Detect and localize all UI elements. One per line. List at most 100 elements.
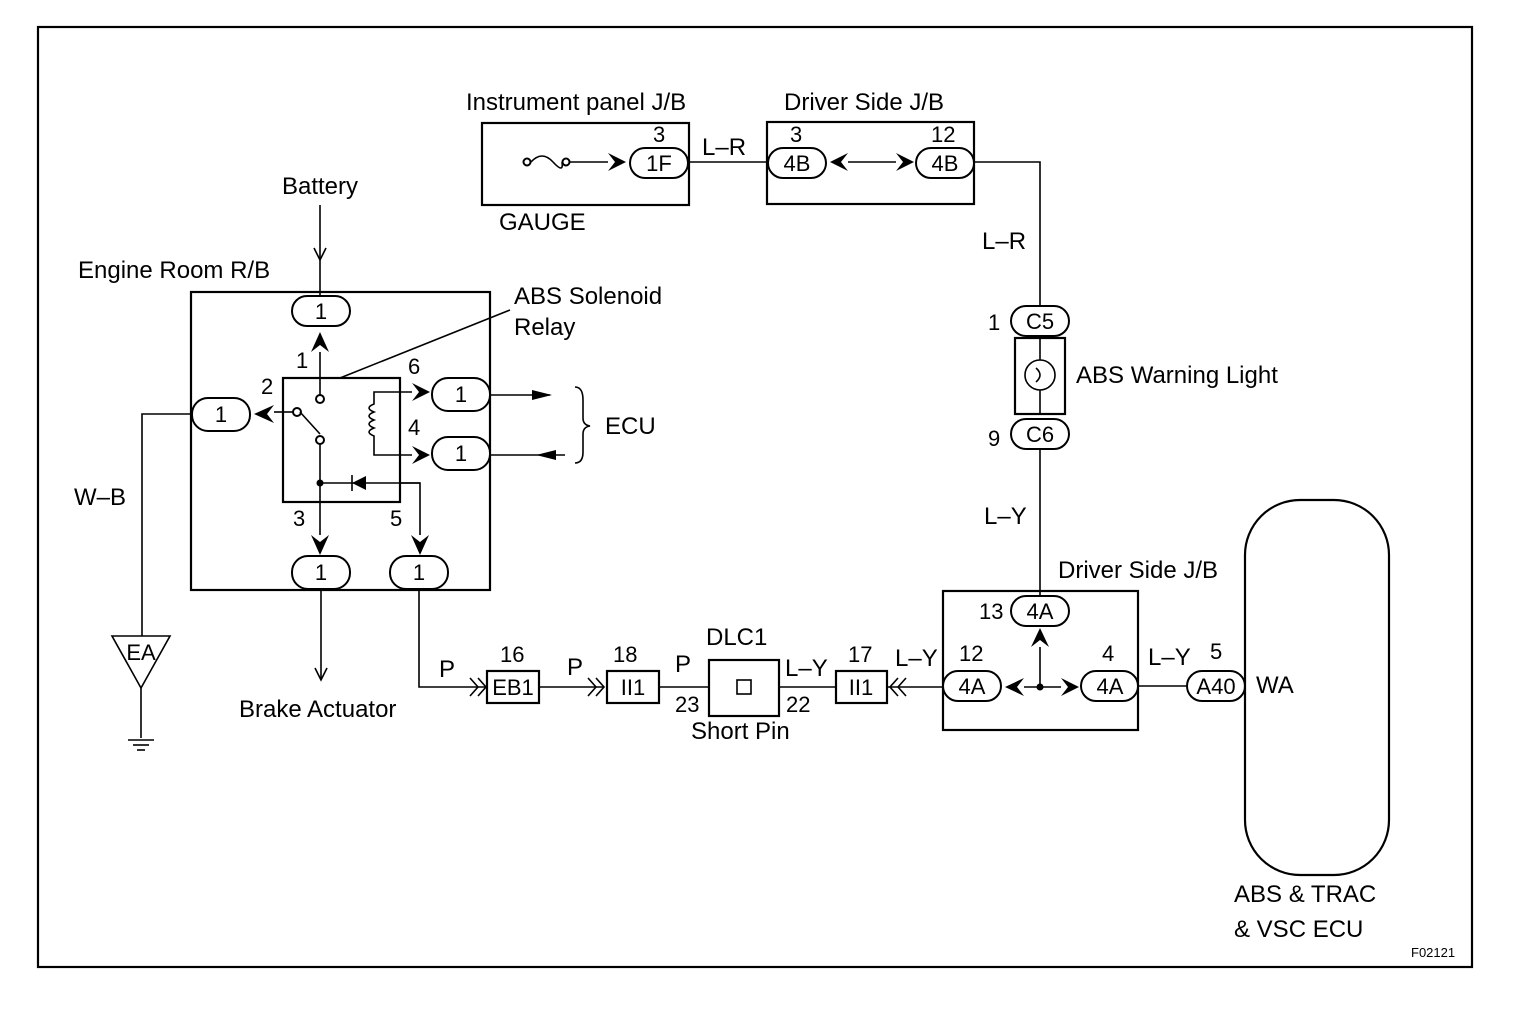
battery-label: Battery (282, 173, 358, 200)
pin-label: 4 (1102, 641, 1114, 666)
wire-label-ly: L–Y (984, 503, 1027, 530)
rb-connector-right-lower (431, 436, 491, 471)
abs-trac-vsc-ecu-label: & VSC ECU (1234, 916, 1363, 943)
arrow-icon (412, 446, 430, 464)
abs-solenoid-relay-label: ABS Solenoid (514, 283, 662, 310)
wire-label-lr: L–R (982, 228, 1026, 255)
pin-label: 1 (296, 348, 308, 373)
connector-4a-top-label: 4A (1027, 599, 1054, 624)
arrow-icon (1031, 628, 1049, 647)
arrow-icon (532, 390, 552, 400)
rb-connector-bottom-right (389, 555, 449, 590)
connector-4b-right-label: 4B (932, 151, 959, 176)
connector-1f-label: 1F (646, 151, 672, 176)
dlc1-box (707, 658, 781, 718)
arrow-icon (1005, 678, 1024, 696)
connector-c5 (1010, 305, 1070, 337)
pin-label: 17 (848, 642, 872, 667)
rb-connector-right-upper-label: 1 (455, 382, 467, 407)
connector-4b-left-label: 4B (784, 151, 811, 176)
pin-label: 1 (988, 310, 1000, 335)
pin-label: 23 (675, 692, 699, 717)
gauge-label: GAUGE (499, 209, 586, 236)
arrow-icon (313, 247, 327, 262)
ecu-label: ECU (605, 413, 656, 440)
connector-ii1-left (605, 669, 661, 705)
arrow-icon (412, 383, 430, 401)
engine-room-rb-label: Engine Room R/B (78, 257, 270, 284)
relay-switch-icon (292, 394, 325, 483)
dlc1-label: DLC1 (706, 624, 767, 651)
instrument-panel-jb-box (480, 121, 691, 207)
arrow-icon (608, 153, 626, 171)
rb-connector-left-label: 1 (215, 402, 227, 427)
short-pin-icon (736, 679, 752, 695)
leader-line (339, 309, 511, 379)
wire-label-ly: L–Y (1148, 644, 1191, 671)
open-arrow-icon (896, 677, 907, 697)
wa-terminal-label: WA (1256, 672, 1294, 699)
driver-side-jb-top-label: Driver Side J/B (784, 89, 944, 116)
arrow-icon (830, 153, 848, 171)
abs-solenoid-relay-label: Relay (514, 314, 575, 341)
pin-label: 5 (1210, 639, 1222, 664)
connector-4b-right (915, 147, 975, 179)
wire-label-wb: W–B (74, 484, 126, 511)
pin-label: 5 (390, 506, 402, 531)
wire-label-ly: L–Y (895, 645, 938, 672)
pin-label: 2 (261, 374, 273, 399)
rb-connector-right-lower-label: 1 (455, 441, 467, 466)
rb-connector-top-label: 1 (315, 299, 327, 324)
connector-4b-left (767, 147, 827, 179)
pin-label: 3 (653, 122, 665, 147)
fuse-icon (522, 155, 571, 169)
pin-label: 9 (988, 426, 1000, 451)
pin-label: 22 (786, 692, 810, 717)
abs-trac-vsc-ecu-label: ABS & TRAC (1234, 881, 1376, 908)
pin-label: 16 (500, 642, 524, 667)
connector-1f (629, 147, 689, 179)
pin-label: 3 (293, 506, 305, 531)
arrow-icon (536, 450, 556, 460)
arrow-icon (311, 535, 329, 555)
arrow-icon (411, 535, 429, 555)
arrow-icon (896, 153, 914, 171)
arrow-icon (1061, 678, 1079, 696)
pin-label: 3 (790, 122, 802, 147)
brake-actuator-label: Brake Actuator (239, 696, 396, 723)
ground-icon (128, 739, 154, 751)
arrow-icon (311, 332, 329, 352)
rb-connector-bottom-left-label: 1 (315, 560, 327, 585)
abs-trac-vsc-ecu-box (1243, 498, 1391, 877)
ground-point-ea-label: EA (126, 640, 156, 665)
wire-label-p: P (439, 656, 455, 683)
arrow-icon (314, 667, 328, 682)
connector-c6-label: C6 (1026, 422, 1054, 447)
brace-icon (574, 386, 591, 464)
short-pin-label: Short Pin (691, 718, 790, 745)
wire-label-p: P (675, 651, 691, 678)
relay-coil-icon (368, 391, 412, 456)
wire-label-ly: L–Y (785, 655, 828, 682)
connector-c5-label: C5 (1026, 309, 1054, 334)
diode-icon (352, 476, 366, 490)
connector-a40-label: A40 (1196, 674, 1235, 699)
wire-label-p: P (567, 654, 583, 681)
instrument-panel-jb-label: Instrument panel J/B (466, 89, 686, 116)
connector-4a-left (942, 670, 1002, 702)
connector-4a-right-label: 4A (1097, 674, 1124, 699)
engine-room-rb-box (189, 290, 492, 592)
pin-label: 12 (959, 641, 983, 666)
pin-label: 4 (408, 415, 420, 440)
connector-ii1-left-label: II1 (621, 675, 645, 700)
pin-label: 18 (613, 642, 637, 667)
pin-label: 12 (931, 122, 955, 147)
driver-side-jb-bottom-label: Driver Side J/B (1058, 557, 1218, 584)
connector-4a-top (1010, 595, 1070, 627)
wire-label-lr: L–R (702, 134, 746, 161)
pin-label: 13 (979, 599, 1003, 624)
figure-code: F02121 (1411, 945, 1455, 960)
diagram-frame (36, 25, 1474, 969)
